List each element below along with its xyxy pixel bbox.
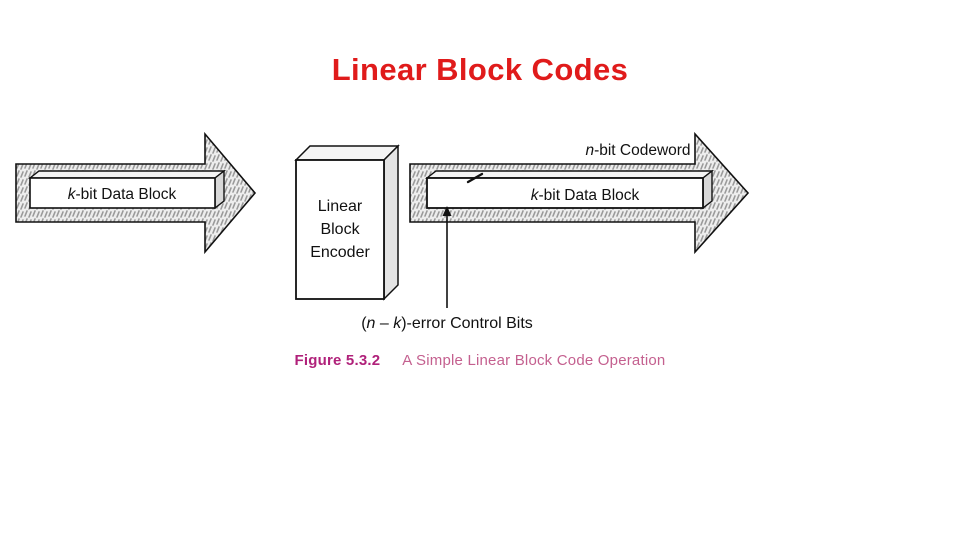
input-block-label-rest: -bit Data Block (75, 186, 176, 203)
codeword-label-symbol: n (585, 142, 594, 159)
encoder-label-line2: Block (320, 221, 360, 238)
encoder-box-group: Linear Block Encoder (294, 144, 400, 301)
control-bits-k-symbol: k (393, 315, 402, 332)
encoder-side-face (383, 144, 399, 301)
input-block-top-face (27, 170, 227, 179)
encoder-label-line3: Encoder (310, 244, 370, 261)
control-bits-arrowhead-icon (442, 206, 452, 216)
encoder-front-face (295, 159, 385, 300)
figure-diagram: k-bit Data Block Linear Block Encoder (0, 130, 960, 390)
input-block-side-face (214, 169, 225, 210)
input-arrow-group: k-bit Data Block (15, 131, 257, 255)
input-block-label-symbol: k (68, 186, 77, 203)
figure-caption-title: A Simple Linear Block Code Operation (402, 352, 666, 369)
output-block-label: k-bit Data Block (531, 187, 640, 204)
codeword-label-rest: -bit Codeword (594, 142, 691, 159)
codeword-divider-tick (466, 172, 484, 184)
control-bits-callout: (n – k)-error Control Bits (361, 206, 533, 332)
input-block-label: k-bit Data Block (68, 186, 177, 203)
output-block-front-face (426, 177, 704, 209)
codeword-label: n-bit Codeword (585, 142, 690, 159)
figure-caption-number: Figure 5.3.2 (294, 352, 381, 369)
output-block-label-rest: -bit Data Block (538, 187, 639, 204)
output-block-top-face (424, 170, 715, 179)
control-bits-minus: – (375, 315, 393, 332)
output-arrow-group: k-bit Data Block n-bit Codeword (409, 131, 750, 255)
page-title: Linear Block Codes (331, 52, 629, 87)
block-code-diagram-svg: k-bit Data Block Linear Block Encoder (15, 131, 750, 332)
control-bits-open-paren: ( (361, 315, 367, 332)
control-bits-close-rest: )-error Control Bits (401, 315, 533, 332)
control-bits-label: (n – k)-error Control Bits (361, 315, 533, 332)
figure-caption: Figure 5.3.2 A Simple Linear Block Code O… (0, 352, 960, 369)
encoder-label-line1: Linear (318, 198, 363, 215)
output-block-side-face (702, 169, 713, 210)
control-bits-n-symbol: n (367, 315, 376, 332)
output-block-label-symbol: k (531, 187, 540, 204)
encoder-top-face (294, 145, 400, 161)
input-block-front-face (29, 177, 216, 209)
